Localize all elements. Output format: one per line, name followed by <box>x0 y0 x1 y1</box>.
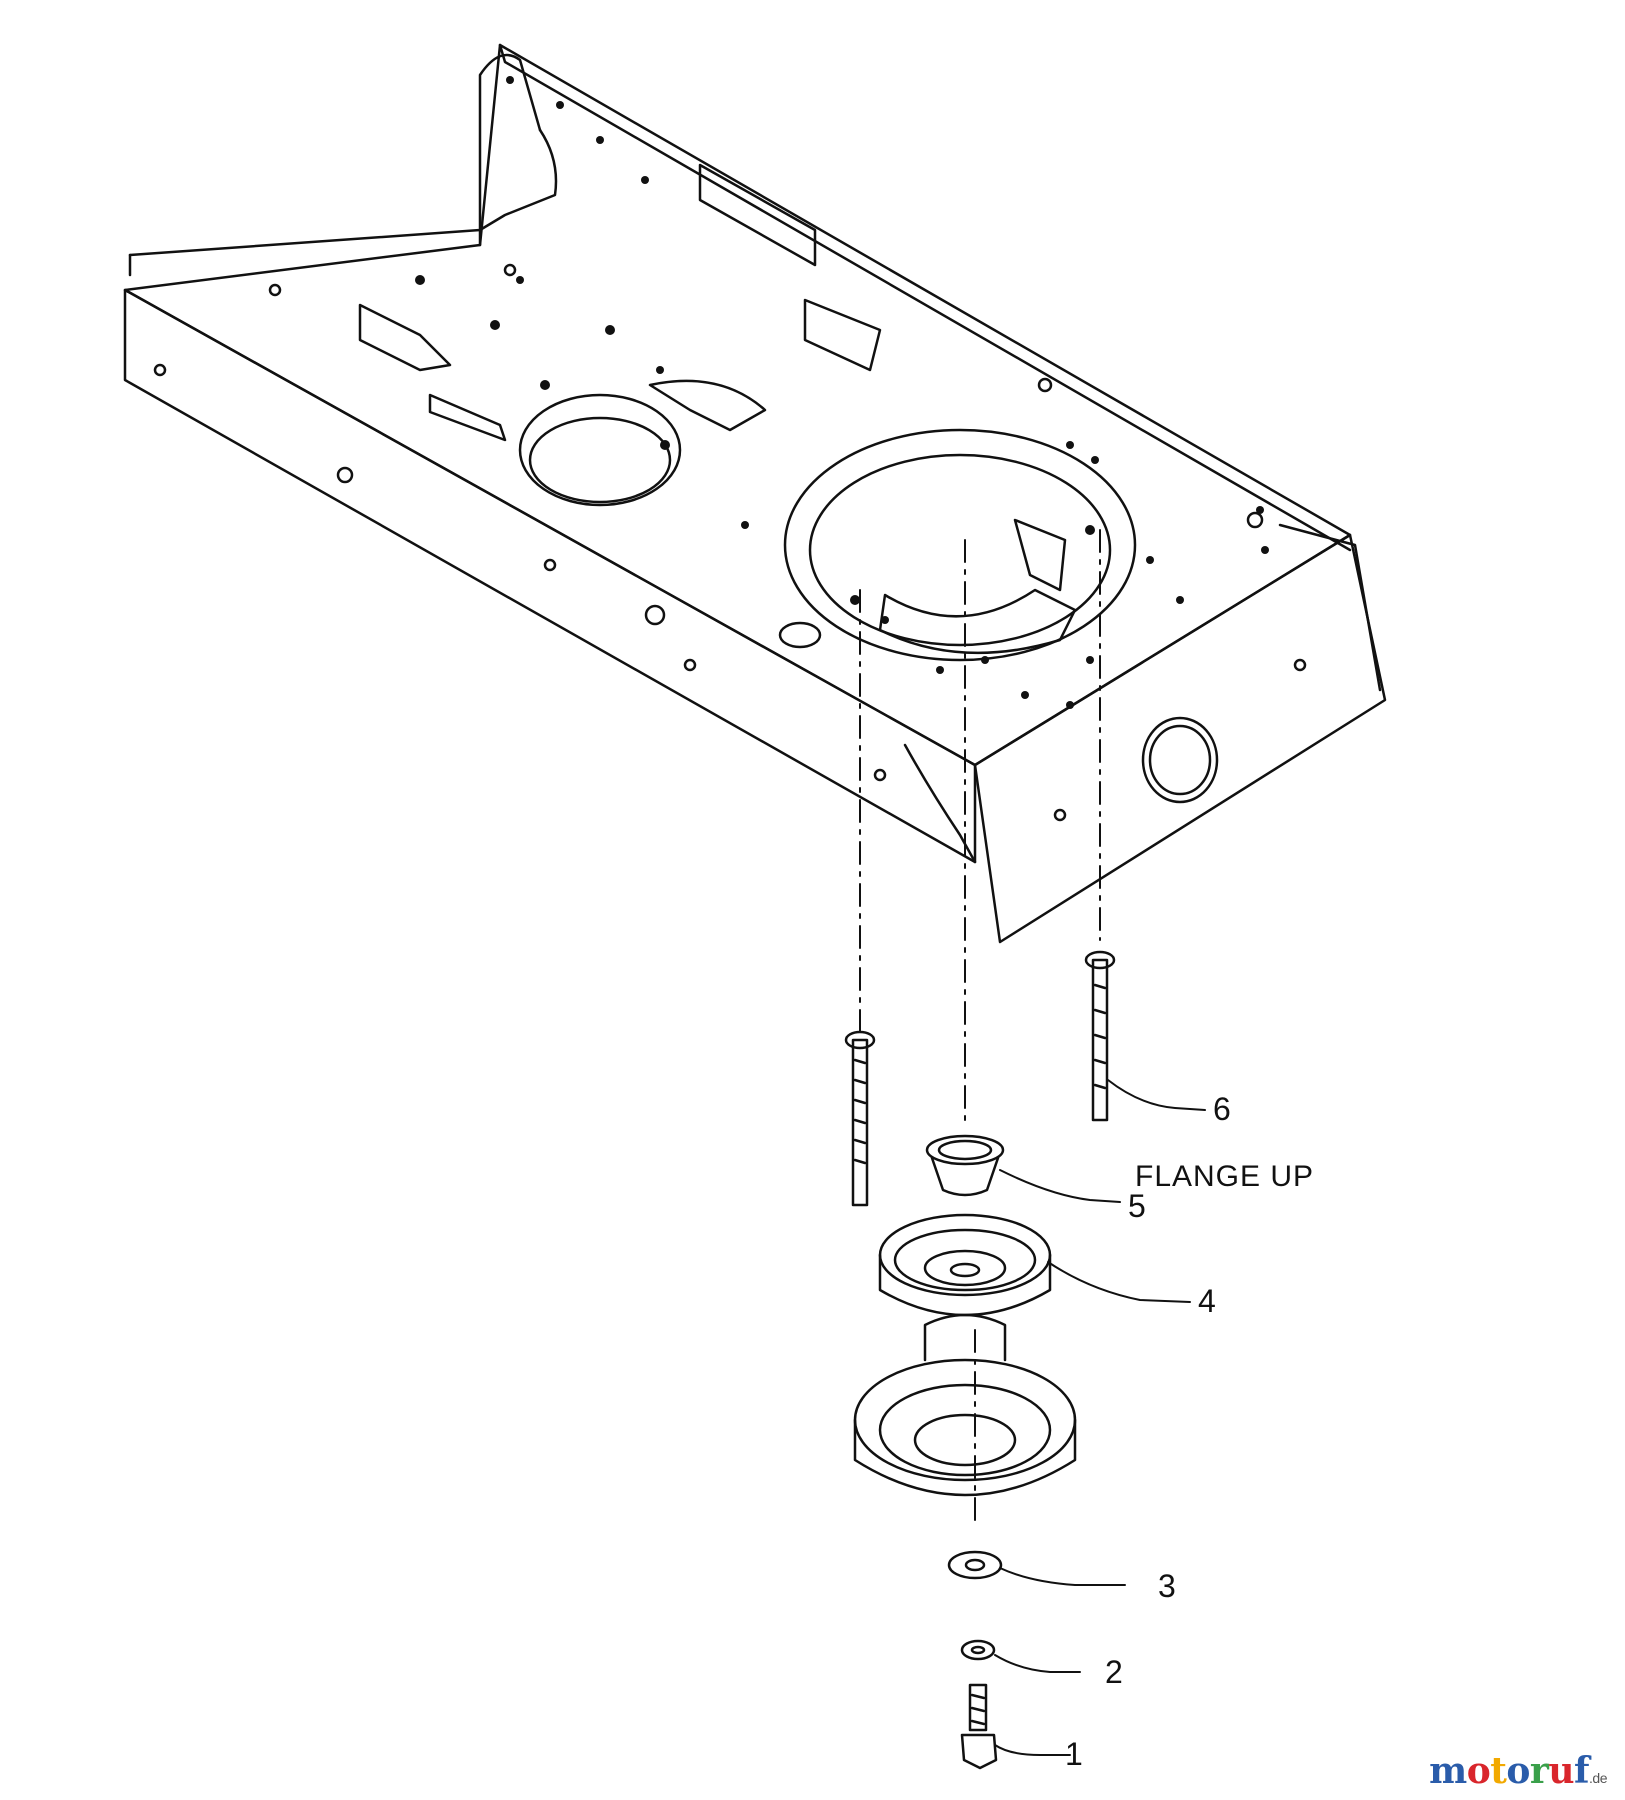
callout-2: 2 <box>1105 1654 1123 1690</box>
callout-4: 4 <box>1198 1283 1216 1319</box>
callout-5: 5 <box>1128 1188 1146 1224</box>
watermark-letter: f <box>1574 1750 1590 1792</box>
hex-bolt <box>960 1683 998 1770</box>
watermark-letter: u <box>1548 1750 1575 1792</box>
carriage-bolt-left <box>844 1030 876 1207</box>
washer <box>947 1550 1003 1580</box>
watermark-letter: o <box>1506 1750 1530 1792</box>
callout-6: 6 <box>1213 1091 1231 1127</box>
lock-washer <box>960 1639 996 1661</box>
callout-1: 1 <box>1065 1736 1083 1772</box>
watermark-letter: m <box>1429 1750 1467 1792</box>
flange-bushing <box>925 1134 1005 1197</box>
leader-lines <box>994 1079 1206 1756</box>
carriage-bolt-right <box>1084 950 1116 1122</box>
watermark-letter: r <box>1529 1750 1549 1792</box>
idler-pulley <box>878 1213 1052 1317</box>
callout-3: 3 <box>1158 1568 1176 1604</box>
chassis-frame <box>123 43 1387 944</box>
watermark-letter: o <box>1466 1750 1491 1792</box>
watermark-suffix: .de <box>1589 1770 1607 1786</box>
watermark-letter: t <box>1490 1750 1507 1792</box>
engine-pulley <box>853 1313 1077 1497</box>
assembly-centerlines <box>859 529 1101 1521</box>
flange-up-note: FLANGE UP <box>1135 1160 1315 1193</box>
motoruf-watermark: motoruf.de <box>1429 1750 1607 1792</box>
